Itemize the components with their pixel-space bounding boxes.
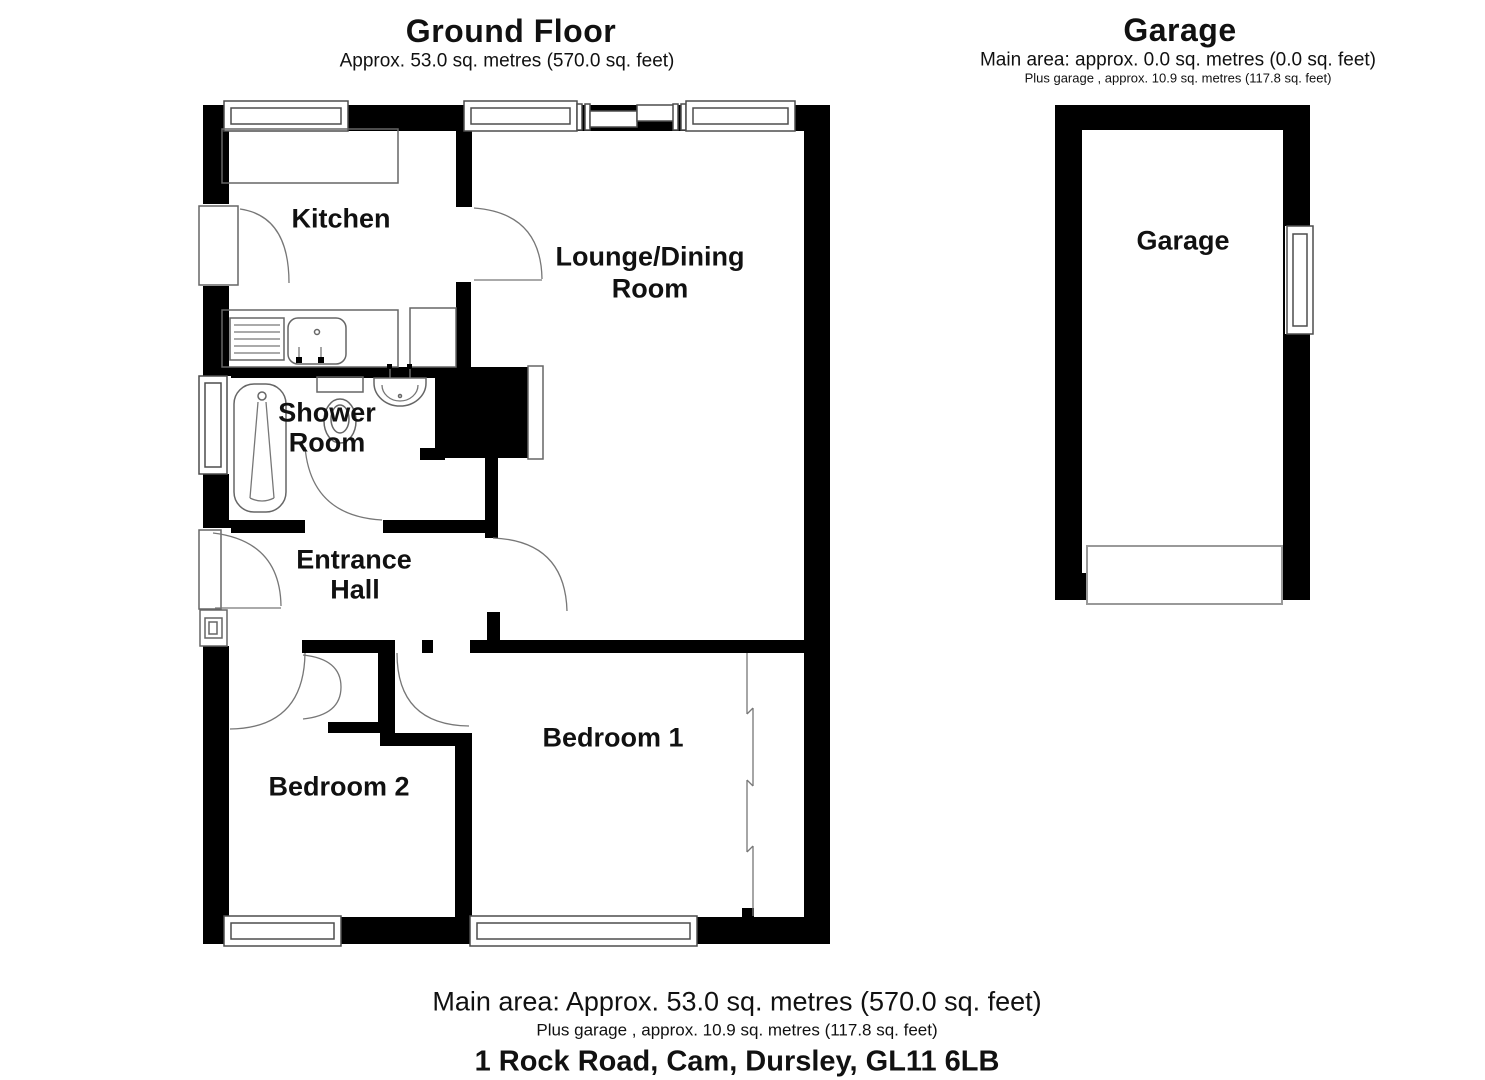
kitchen-worktop — [221, 309, 399, 368]
garage-subtitle2: Plus garage , approx. 10.9 sq. metres (1… — [1024, 70, 1332, 86]
wall-door-nub — [422, 640, 433, 653]
wall-shower-hall-right — [383, 520, 498, 533]
wall-kitchen-lounge-upper — [456, 131, 472, 207]
bedroom2-label: Bedroom 2 — [268, 771, 410, 802]
wall-bedroom-divider-h — [380, 733, 463, 746]
bedroom2-window — [223, 915, 342, 947]
ground-floor-subtitle: Approx. 53.0 sq. metres (570.0 sq. feet) — [339, 50, 675, 72]
bedroom1-wardrobe — [746, 653, 754, 916]
shower-label-line2: Room — [288, 427, 366, 458]
wardrobe-stub — [742, 908, 754, 919]
garage-walls — [1055, 105, 1310, 600]
chimney-block-nub — [420, 448, 445, 460]
footer-garage: Plus garage , approx. 10.9 sq. metres (1… — [536, 1020, 938, 1040]
wall-bedroom-divider-v — [455, 733, 472, 917]
garage-room-label: Garage — [1136, 225, 1230, 256]
kitchen-lounge-door — [473, 207, 543, 281]
lounge-window-right — [685, 100, 796, 132]
wall-stub-vertical — [487, 612, 500, 642]
basin-tap — [387, 364, 392, 369]
meter-box — [199, 609, 228, 647]
garage-wall-top — [1055, 105, 1310, 130]
kitchen-unit — [409, 307, 457, 368]
shower-label-line1: Shower — [278, 397, 376, 428]
cupboard-face — [527, 365, 544, 460]
garage-window — [1285, 225, 1314, 335]
wall-right — [804, 105, 830, 944]
garage-wall-right — [1283, 105, 1310, 600]
footer-main-area: Main area: Approx. 53.0 sq. metres (570.… — [432, 986, 1042, 1017]
kitchen-fixtures — [221, 128, 457, 368]
windows — [198, 100, 796, 947]
basin — [373, 364, 427, 407]
footer-address: 1 Rock Road, Cam, Dursley, GL11 6LB — [474, 1045, 1000, 1078]
kitchen-sink — [229, 317, 347, 365]
sink-bowl — [287, 317, 347, 365]
bedroom2-door — [229, 652, 306, 730]
hall-lounge-door — [492, 537, 568, 612]
sink-tap — [318, 357, 324, 363]
wall-closet-right — [378, 652, 395, 733]
wall-hall-lounge — [485, 458, 498, 538]
patio-slider — [576, 103, 687, 131]
wall-hall-bottom — [302, 640, 395, 653]
bedroom1-door — [396, 652, 470, 727]
garage-wall-left — [1055, 105, 1082, 600]
entrance-label-line2: Hall — [330, 574, 380, 605]
closet-bifold-door — [302, 654, 342, 720]
kitchen-label: Kitchen — [291, 203, 391, 234]
inner-walls — [203, 131, 804, 919]
bedroom1-label: Bedroom 1 — [542, 722, 684, 753]
wall-kitchen-shower — [203, 367, 435, 378]
kitchen-counter — [221, 128, 399, 184]
toilet — [316, 376, 364, 444]
kitchen-exterior-door — [198, 205, 290, 286]
doors — [198, 205, 568, 730]
shower-window — [198, 375, 228, 475]
garage-door — [1086, 545, 1283, 605]
sink-tap — [296, 357, 302, 363]
shower-room-fixtures — [233, 364, 427, 513]
wall-closet-bottom — [328, 722, 380, 733]
ground-floor-plan — [198, 100, 830, 947]
wall-kitchen-lounge-lower — [456, 282, 471, 368]
shower-cubicle — [233, 383, 287, 513]
garage-subtitle: Main area: approx. 0.0 sq. metres (0.0 s… — [979, 49, 1377, 71]
garage-plan — [1055, 105, 1314, 605]
chimney-block — [435, 367, 528, 458]
ground-floor-title: Ground Floor — [405, 13, 617, 49]
basin-tap — [407, 364, 412, 369]
front-door — [198, 529, 282, 610]
lounge-label-line2: Room — [611, 273, 689, 304]
bedroom1-window — [469, 915, 698, 947]
shower-room-door — [304, 446, 383, 521]
wall-lounge-bedroom1 — [470, 640, 804, 653]
lounge-window-left — [463, 100, 578, 132]
kitchen-window — [223, 100, 349, 132]
garage-title: Garage — [1123, 12, 1237, 48]
entrance-label-line1: Entrance — [296, 544, 412, 575]
sink-drainer — [229, 317, 285, 361]
lounge-label-line1: Lounge/Dining — [555, 241, 745, 272]
